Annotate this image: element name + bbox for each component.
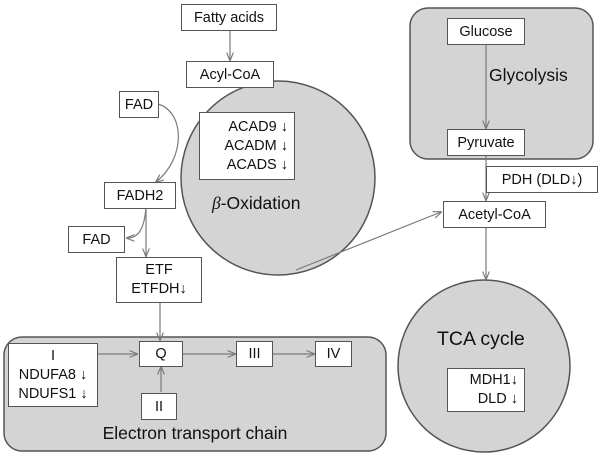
electron-transport-chain-label: Electron transport chain [102, 423, 288, 443]
glycolysis-region [409, 7, 594, 160]
tca-cycle-region [397, 279, 571, 453]
enzyme-acadm: ACADM ↓ [224, 137, 288, 154]
etf-node: ETF ETFDH↓ [116, 257, 202, 303]
enzyme-mdh1: MDH1↓ [469, 372, 518, 388]
complex-i-node: I NDUFA8 ↓ NDUFS1 ↓ [8, 343, 98, 407]
ndufs1-label: NDUFS1 ↓ [18, 385, 88, 402]
etfdh-label: ETFDH↓ [131, 281, 187, 297]
complex-iv-node: IV [315, 341, 352, 367]
enzyme-dld: DLD ↓ [477, 391, 518, 407]
beta-symbol: β [212, 193, 221, 213]
enzyme-acad9: ACAD9 ↓ [228, 118, 288, 135]
enzyme-acads: ACADS ↓ [226, 156, 288, 173]
arrow-fadh2-to-fad [127, 207, 147, 238]
fad-bottom-node: FAD [68, 226, 125, 253]
glucose-node: Glucose [447, 18, 525, 45]
pdh-node: PDH (DLD↓) [486, 166, 598, 193]
beta-oxidation-label-text: -Oxidation [220, 193, 301, 213]
glycolysis-label: Glycolysis [489, 65, 568, 85]
acetyl-coa-node: Acetyl-CoA [443, 201, 546, 228]
fatty-acids-node: Fatty acids [181, 4, 277, 31]
complex-i-label: I [50, 347, 56, 364]
tca-enzymes: MDH1↓ DLD ↓ [447, 368, 525, 412]
complex-iii-node: III [236, 341, 273, 367]
arrow-fad-to-fadh2 [156, 103, 179, 182]
beta-oxidation-enzymes: ACAD9 ↓ ACADM ↓ ACADS ↓ [199, 112, 295, 180]
beta-oxidation-label: β-Oxidation [212, 193, 300, 214]
electron-transport-chain-region [3, 336, 387, 452]
tca-cycle-label: TCA cycle [437, 328, 525, 350]
complex-ii-node: II [141, 393, 177, 420]
fadh2-node: FADH2 [104, 182, 176, 209]
arrow-beta-oxidation-to-acetyl-coa [295, 212, 441, 271]
etf-label: ETF [145, 262, 173, 278]
pyruvate-node: Pyruvate [447, 129, 525, 156]
fad-top-node: FAD [119, 91, 159, 118]
acyl-coa-node: Acyl-CoA [186, 61, 274, 88]
coenzyme-q-node: Q [139, 341, 183, 367]
ndufa8-label: NDUFA8 ↓ [18, 366, 88, 383]
